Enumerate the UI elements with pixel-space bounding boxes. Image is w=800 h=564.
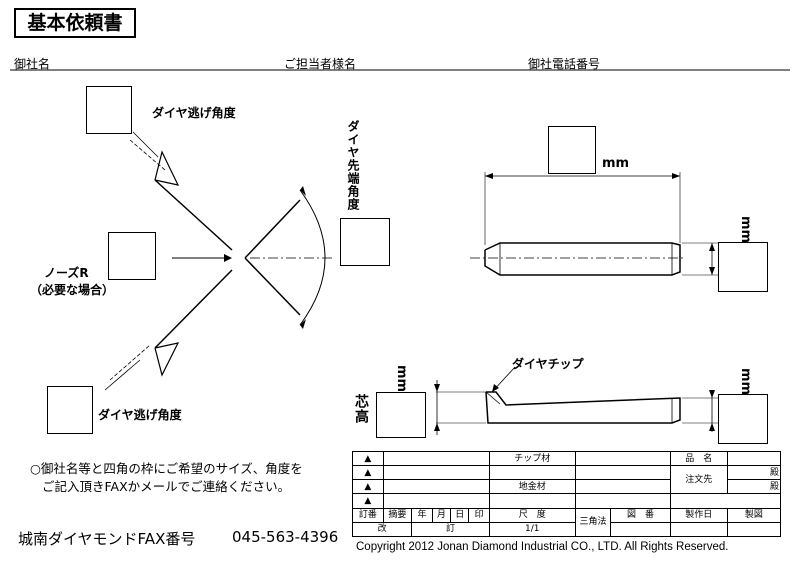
made-date-value[interactable] xyxy=(669,521,728,538)
product-name-label: 品 名 xyxy=(669,450,728,467)
center-height-label: 芯高 xyxy=(353,394,369,424)
day-header: 日 xyxy=(450,507,470,523)
shank-height-box[interactable] xyxy=(718,394,768,444)
product-name-value[interactable] xyxy=(726,450,782,467)
blank-value[interactable] xyxy=(574,465,671,481)
base-material-label: 地金材 xyxy=(488,479,576,495)
contact-person-label: ご担当者様名 xyxy=(284,57,357,71)
center-height-unit: mm xyxy=(394,365,409,393)
blank-cell xyxy=(488,465,576,481)
month-header: 月 xyxy=(431,507,452,523)
revision-cell[interactable] xyxy=(382,450,490,467)
nose-r-label: ノーズR xyxy=(44,266,89,280)
diameter-unit: mm xyxy=(738,216,753,244)
title-block-form: ▲ チップ材 品 名 ▲ 注文先 殿 ▲ 地金材 殿 ▲ 訂番 摘要 年 月 日… xyxy=(351,450,782,538)
revision-cell[interactable] xyxy=(382,479,490,495)
orderer-label: 注文先 xyxy=(669,465,728,495)
scale-header: 尺 度 xyxy=(488,507,576,523)
instruction-line-1: ○御社名等と四角の枠にご希望のサイズ、角度を xyxy=(30,461,303,476)
revision-cell[interactable] xyxy=(382,493,490,509)
summary-header: 摘要 xyxy=(382,507,413,523)
phone-number-label: 御社電話番号 xyxy=(528,57,601,71)
center-height-box[interactable] xyxy=(376,392,426,438)
blank-value[interactable] xyxy=(574,493,671,509)
drawing-no-value[interactable] xyxy=(610,521,671,538)
shank-height-unit: mm xyxy=(738,368,753,396)
instruction-line-2: ご記入頂きFAXかメールでご連絡ください。 xyxy=(42,479,291,494)
length-box[interactable] xyxy=(548,126,596,174)
length-unit: mm xyxy=(602,156,630,171)
revision-marker: ▲ xyxy=(352,450,384,467)
blank-value[interactable] xyxy=(669,493,782,509)
fax-number: 045-563-4396 xyxy=(232,528,339,546)
manufacture-value[interactable] xyxy=(726,521,782,538)
revision-marker: ▲ xyxy=(352,465,384,481)
tip-angle-label: ダイヤ先端角度 xyxy=(346,120,360,211)
revision-cell[interactable] xyxy=(382,465,490,481)
manufacture-header: 製図 xyxy=(726,507,782,523)
revision-marker: ▲ xyxy=(352,479,384,495)
copyright-notice: Copyright 2012 Jonan Diamond Industrial … xyxy=(356,541,729,553)
shank-diameter-box[interactable] xyxy=(718,242,768,292)
base-material-value[interactable] xyxy=(574,479,671,495)
nose-r-note: （必要な場合） xyxy=(30,283,115,297)
chip-material-value[interactable] xyxy=(574,450,671,467)
diamond-chip-label: ダイヤチップ xyxy=(512,357,584,371)
stamp-header: 印 xyxy=(468,507,490,523)
relief-angle-bottom-label: ダイヤ逃げ角度 xyxy=(98,408,182,422)
relief-angle-top-label: ダイヤ逃げ角度 xyxy=(152,106,236,120)
chip-material-label: チップ材 xyxy=(488,450,576,467)
projection-label: 三角法 xyxy=(574,507,612,538)
blank-cell xyxy=(488,493,576,509)
revision-label: 改 xyxy=(351,521,413,538)
relief-angle-top-box[interactable] xyxy=(86,86,132,134)
nose-radius-box[interactable] xyxy=(108,232,156,280)
drawing-no-header: 図 番 xyxy=(610,507,671,523)
year-header: 年 xyxy=(411,507,433,523)
honorific: 殿 xyxy=(726,465,782,481)
honorific: 殿 xyxy=(726,479,782,495)
correction-label: 訂 xyxy=(411,521,490,538)
page-title: 基本依頼書 xyxy=(14,8,136,38)
tip-angle-box[interactable] xyxy=(340,218,390,266)
revision-marker: ▲ xyxy=(352,493,384,509)
made-date-header: 製作日 xyxy=(669,507,728,523)
relief-angle-bottom-box[interactable] xyxy=(47,386,93,434)
fax-label: 城南ダイヤモンドFAX番号 xyxy=(18,530,196,548)
scale-value: 1/1 xyxy=(488,521,576,538)
revision-no-header: 訂番 xyxy=(352,507,384,523)
company-name-label: 御社名 xyxy=(14,57,51,71)
